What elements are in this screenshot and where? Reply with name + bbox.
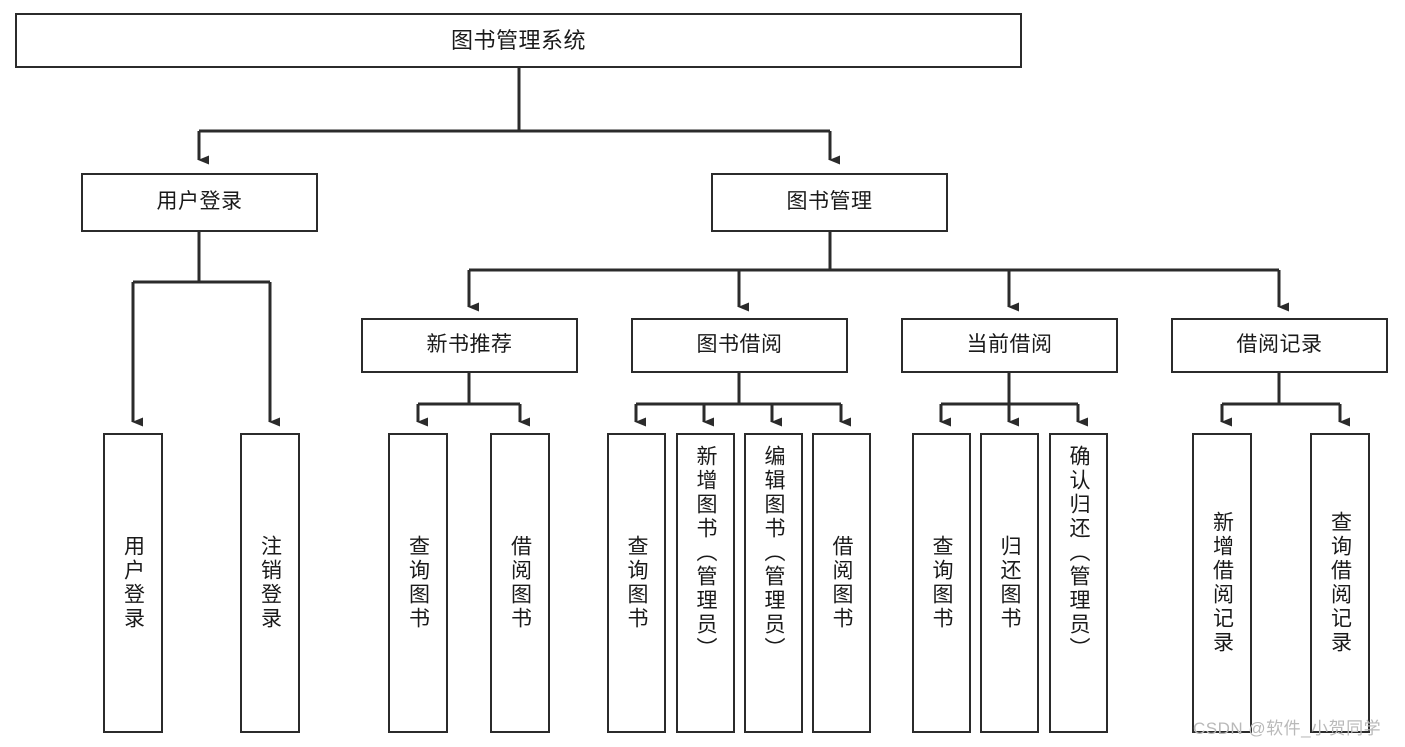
node-label: 确认归还（管理员） xyxy=(1067,445,1090,661)
node-new-book-recommend[interactable]: 新书推荐 xyxy=(361,318,578,373)
node-label: 当前借阅 xyxy=(966,333,1053,357)
node-label: 借阅图书 xyxy=(508,535,532,631)
node-leaf-user-login[interactable]: 用户登录 xyxy=(103,433,163,733)
node-leaf-borrow-book[interactable]: 借阅图书 xyxy=(812,433,871,733)
node-label: 新书推荐 xyxy=(426,333,513,357)
node-label: 查询图书 xyxy=(930,535,953,631)
node-label: 新增图书（管理员） xyxy=(694,445,717,661)
node-book-management[interactable]: 图书管理 xyxy=(711,173,948,232)
node-leaf-logout-login[interactable]: 注销登录 xyxy=(240,433,300,733)
node-leaf-edit-book[interactable]: 编辑图书（管理员） xyxy=(744,433,803,733)
csdn-watermark: CSDN @软件_小贺同学 xyxy=(1193,719,1382,738)
node-label: 借阅记录 xyxy=(1236,333,1323,357)
node-leaf-add-book[interactable]: 新增图书（管理员） xyxy=(676,433,735,733)
node-borrow-record[interactable]: 借阅记录 xyxy=(1171,318,1388,373)
node-label: 编辑图书（管理员） xyxy=(762,445,785,661)
node-label: 查询借阅记录 xyxy=(1328,511,1352,655)
node-label: 查询图书 xyxy=(625,535,648,631)
node-leaf-query-book-recommend[interactable]: 查询图书 xyxy=(388,433,448,733)
node-label: 新增借阅记录 xyxy=(1210,511,1234,655)
node-label: 图书管理系统 xyxy=(450,27,586,53)
node-root-book-management-system[interactable]: 图书管理系统 xyxy=(15,13,1022,68)
node-label: 注销登录 xyxy=(258,535,282,631)
node-leaf-borrow-book-recommend[interactable]: 借阅图书 xyxy=(490,433,550,733)
node-leaf-query-borrow-record[interactable]: 查询借阅记录 xyxy=(1310,433,1370,733)
node-book-borrow[interactable]: 图书借阅 xyxy=(631,318,848,373)
node-label: 图书借阅 xyxy=(696,333,783,357)
node-current-borrow[interactable]: 当前借阅 xyxy=(901,318,1118,373)
node-label: 查询图书 xyxy=(406,535,430,631)
node-label: 用户登录 xyxy=(121,535,145,631)
node-label: 图书管理 xyxy=(786,190,873,214)
node-leaf-return-book[interactable]: 归还图书 xyxy=(980,433,1039,733)
node-label: 归还图书 xyxy=(998,535,1021,631)
node-leaf-add-borrow-record[interactable]: 新增借阅记录 xyxy=(1192,433,1252,733)
node-label: 借阅图书 xyxy=(830,535,853,631)
node-leaf-query-book-current[interactable]: 查询图书 xyxy=(912,433,971,733)
node-user-login[interactable]: 用户登录 xyxy=(81,173,318,232)
node-leaf-confirm-return[interactable]: 确认归还（管理员） xyxy=(1049,433,1108,733)
node-label: 用户登录 xyxy=(156,190,243,214)
node-leaf-query-book-borrow[interactable]: 查询图书 xyxy=(607,433,666,733)
